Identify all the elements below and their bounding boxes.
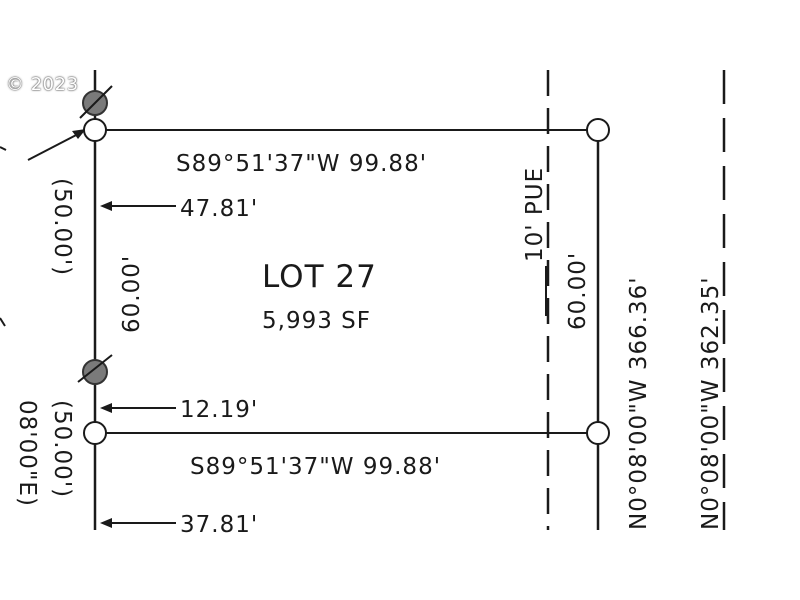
edge-tick-lower (0, 317, 6, 327)
tie-upper-distance: 47.81' (180, 196, 258, 222)
pin-northwest (83, 118, 107, 142)
outer-line-bearing: N0°08'00"W 362.35' (698, 276, 724, 530)
south-line-bearing: S89°51'37"W 99.88' (190, 454, 441, 480)
lower-west-bearing: 08'00"E) (14, 400, 40, 507)
found-monument-upper (79, 85, 113, 119)
pin-leader-line (27, 131, 83, 161)
east-side-distance: 60.00' (565, 252, 591, 330)
west-side-distance: 60.00' (119, 255, 145, 333)
tie-lower-arrowhead (100, 518, 112, 528)
pin-northeast (586, 118, 610, 142)
copyright-watermark: © 2023 (6, 74, 79, 95)
tie-middle-arrowhead (100, 403, 112, 413)
lot-title: LOT 27 (262, 259, 377, 295)
tie-upper-arrowhead (100, 201, 112, 211)
easement-label: 10' PUE (522, 167, 548, 262)
pin-leader-arrowhead (72, 129, 86, 139)
found-monument-lower (77, 354, 113, 385)
inner-line-bearing: N0°08'00"W 366.36' (626, 276, 652, 530)
lot-area: 5,993 SF (262, 308, 371, 334)
bottom-margin (0, 535, 800, 600)
tie-middle-distance: 12.19' (180, 397, 258, 423)
pin-southeast (586, 421, 610, 445)
edge-tick (0, 146, 7, 151)
pin-southwest (83, 421, 107, 445)
west-side-record-distance: (50.00') (49, 178, 75, 276)
tie-lower-distance: 37.81' (180, 512, 258, 538)
west-side-record-lower: (50.00') (49, 400, 75, 498)
north-line-bearing: S89°51'37"W 99.88' (176, 151, 427, 177)
